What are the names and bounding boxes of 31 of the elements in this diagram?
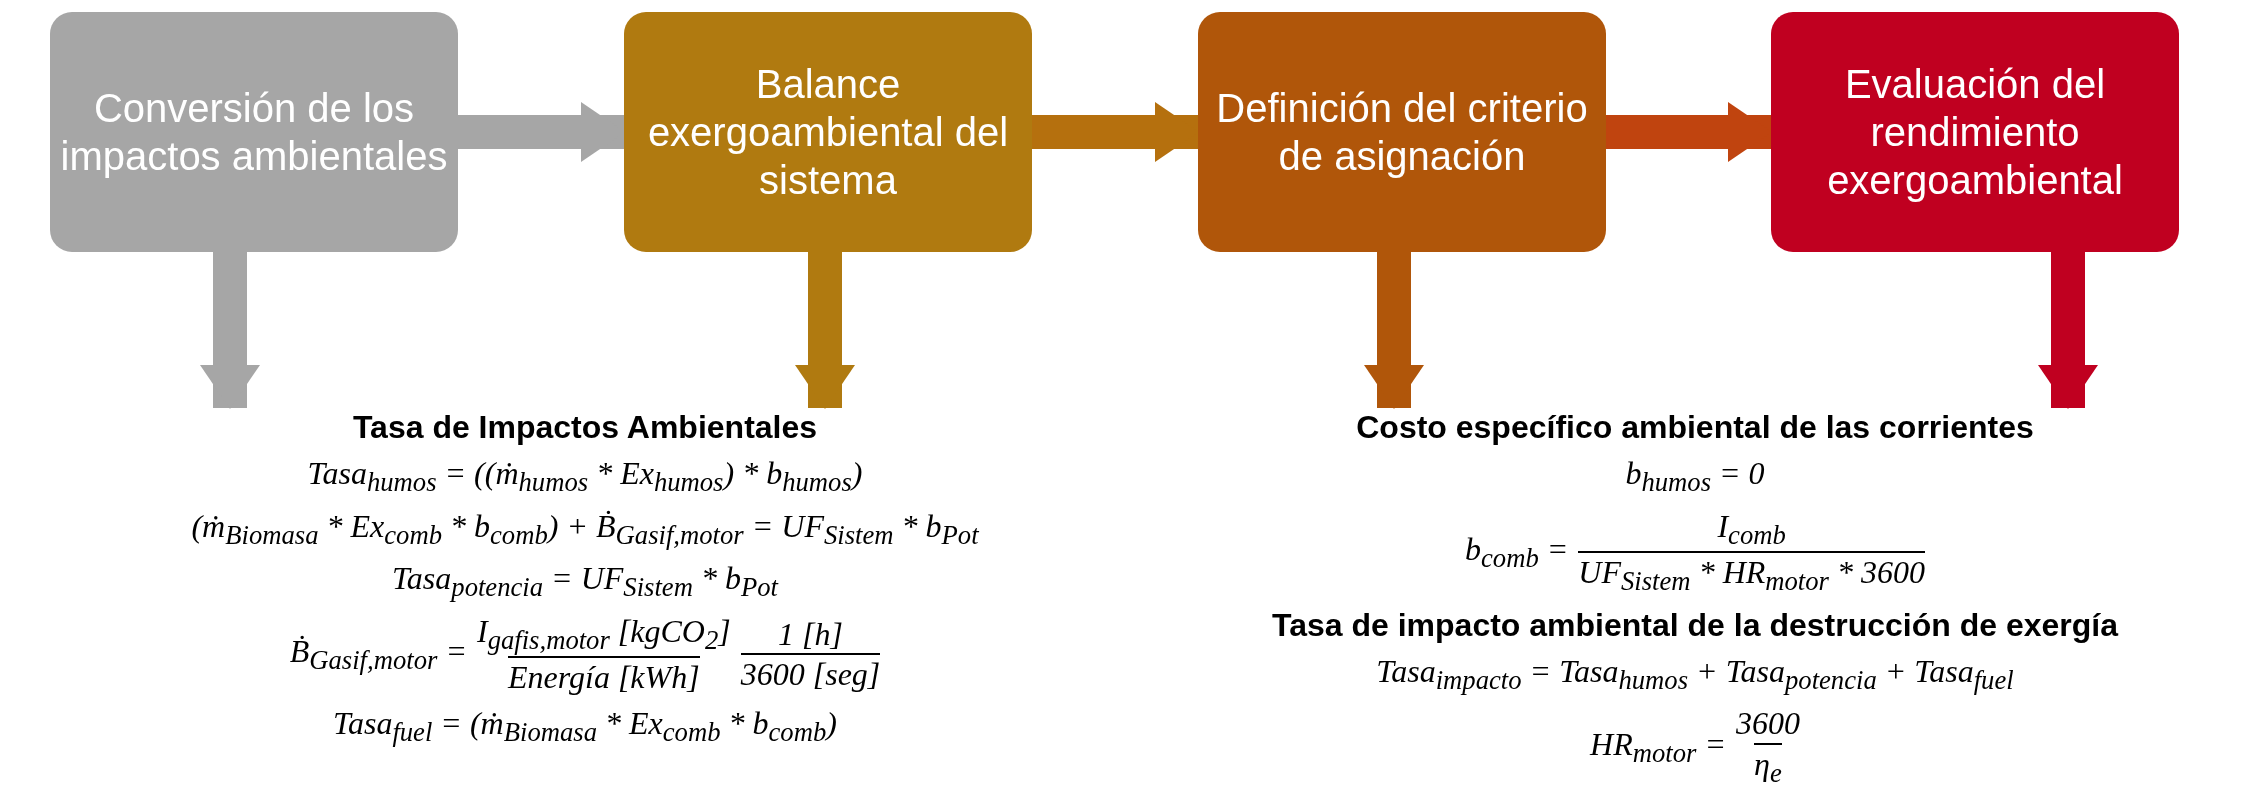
block-arrow xyxy=(200,252,260,409)
formula: b$_{comb}$ = xyxy=(1465,529,1569,575)
fraction-numerator: 1 [h] xyxy=(778,614,843,653)
fraction-numerator: I$_{comb}$ xyxy=(1717,506,1786,552)
fraction-numerator: I$_{gafis,motor}$ [kgCO$_{2}$] xyxy=(476,611,731,656)
section-heading: Tasa de Impactos Ambientales xyxy=(352,408,818,447)
process-box: Balance exergoambiental del sistema xyxy=(624,12,1032,252)
formula: Tasa$_{impacto}$ = Tasa$_{humos}$ + Tasa$_{potencia}$ + Tasa$_{fuel}$ xyxy=(1376,651,2014,697)
block-arrow xyxy=(458,102,625,162)
process-box: Evaluación del rendimiento exergoambiental xyxy=(1771,12,2179,252)
fraction-denominator: Energía [kWh] xyxy=(508,655,700,697)
process-box: Conversión de los impactos ambientales xyxy=(50,12,458,252)
block-arrow xyxy=(1364,252,1424,409)
block-arrow xyxy=(2038,252,2098,409)
fraction-denominator: UF$_{Sistem}$ * HR$_{motor}$ * 3600 xyxy=(1578,551,1925,598)
fraction-denominator: 3600 [seg] xyxy=(740,652,881,694)
fraction-denominator: η$_{e}$ xyxy=(1754,742,1782,790)
formula: Tasa$_{potencia}$ = UF$_{Sistem}$ * b$_{Pot}$ xyxy=(392,559,778,604)
section-heading: Costo específico ambiental de las corrientes xyxy=(1356,408,2034,447)
formula: Tasa$_{fuel}$ = (ṁ$_{Biomasa}$ * Ex$_{comb}$ * b$_{comb}$) xyxy=(333,704,837,749)
process-box: Definición del criterio de asignación xyxy=(1198,12,1606,252)
block-arrow xyxy=(795,252,855,409)
formula: b$_{humos}$ = 0 xyxy=(1625,454,1765,499)
block-arrow xyxy=(1606,102,1772,162)
block-arrow xyxy=(1032,102,1199,162)
formula: Ḃ$_{Gasif,motor}$ = xyxy=(289,631,467,677)
fraction-numerator: 3600 xyxy=(1735,704,1800,743)
formula: (ṁ$_{Biomasa}$ * Ex$_{comb}$ * b$_{comb}$) + Ḃ$_{Gasif,motor}$ = UF$_{Sistem}$ * b$_{Pot}$ xyxy=(191,506,979,552)
section-heading: Tasa de impacto ambiental de la destrucción de exergía xyxy=(1272,605,2118,644)
formula: Tasa$_{humos}$ = ((ṁ$_{humos}$ * Ex$_{humos}$) * b$_{humos}$) xyxy=(307,454,863,499)
formula: HR$_{motor}$ = xyxy=(1590,724,1726,769)
